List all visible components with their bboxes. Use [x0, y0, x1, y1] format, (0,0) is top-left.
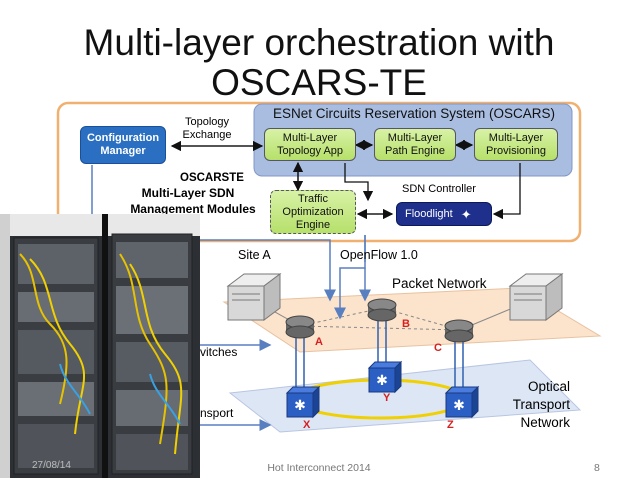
footer-date: 27/08/14 — [32, 460, 71, 471]
oscars-title: ESNet Circuits Reservation System (OSCAR… — [272, 106, 556, 121]
configuration-manager-box: Configuration Manager — [80, 126, 166, 164]
page-number: 8 — [594, 462, 600, 474]
optical-label-line1: Optical — [527, 379, 570, 394]
switches-partial-label: vitches — [200, 345, 238, 359]
optical-switch-x-icon: ✱ — [285, 385, 321, 419]
optical-label-line3: Network — [520, 415, 570, 430]
flashlight-icon: ✦ — [460, 206, 472, 222]
transport-partial-label: nsport — [200, 406, 234, 420]
node-b-label: B — [402, 318, 410, 330]
optical-switch-z-icon: ✱ — [444, 385, 480, 419]
oscarste-label: OSCARSTE — [180, 172, 244, 184]
topology-exchange-label: Topology Exchange — [182, 116, 232, 141]
slide-title-line1: Multi-layer orchestration with — [83, 22, 555, 63]
svg-text:✱: ✱ — [376, 373, 388, 389]
floodlight-box: Floodlight ✦ — [396, 202, 492, 226]
node-y-label: Y — [383, 392, 391, 404]
router-c-icon — [444, 319, 474, 343]
path-engine-box: Multi-Layer Path Engine — [374, 128, 456, 161]
packet-network-label: Packet Network — [392, 276, 487, 291]
server-left-icon — [226, 273, 282, 321]
provisioning-box: Multi-Layer Provisioning — [474, 128, 558, 161]
slide-title-line2: OSCARS-TE — [211, 62, 427, 103]
optical-switch-y-icon: ✱ — [367, 360, 403, 394]
node-a-label: A — [315, 336, 323, 348]
equipment-rack-photo: 27/08/14 — [0, 214, 200, 478]
topology-app-box: Multi-Layer Topology App — [264, 128, 356, 161]
svg-text:✱: ✱ — [453, 398, 465, 414]
multilayer-sdn-label-line1: Multi-Layer SDN — [141, 186, 235, 200]
router-b-icon — [367, 298, 397, 322]
svg-text:✱: ✱ — [294, 398, 306, 414]
optical-label-line2: Transport — [512, 397, 570, 412]
site-a-label: Site A — [238, 248, 271, 262]
sdn-controller-label: SDN Controller — [402, 183, 476, 195]
node-x-label: X — [303, 419, 311, 431]
server-right-icon — [508, 273, 564, 321]
floodlight-label: Floodlight — [405, 207, 453, 220]
multilayer-sdn-label-line2: Management Modules — [130, 202, 256, 216]
traffic-optimization-box: Traffic Optimization Engine — [270, 190, 356, 234]
router-a-icon — [285, 315, 315, 339]
optical-network-label: Optical Transport Network — [498, 378, 570, 432]
footer-center-text: Hot Interconnect 2014 — [267, 462, 371, 474]
openflow-label: OpenFlow 1.0 — [340, 248, 418, 262]
node-c-label: C — [434, 342, 442, 354]
node-z-label: Z — [447, 419, 454, 431]
packet-plane — [222, 287, 602, 353]
